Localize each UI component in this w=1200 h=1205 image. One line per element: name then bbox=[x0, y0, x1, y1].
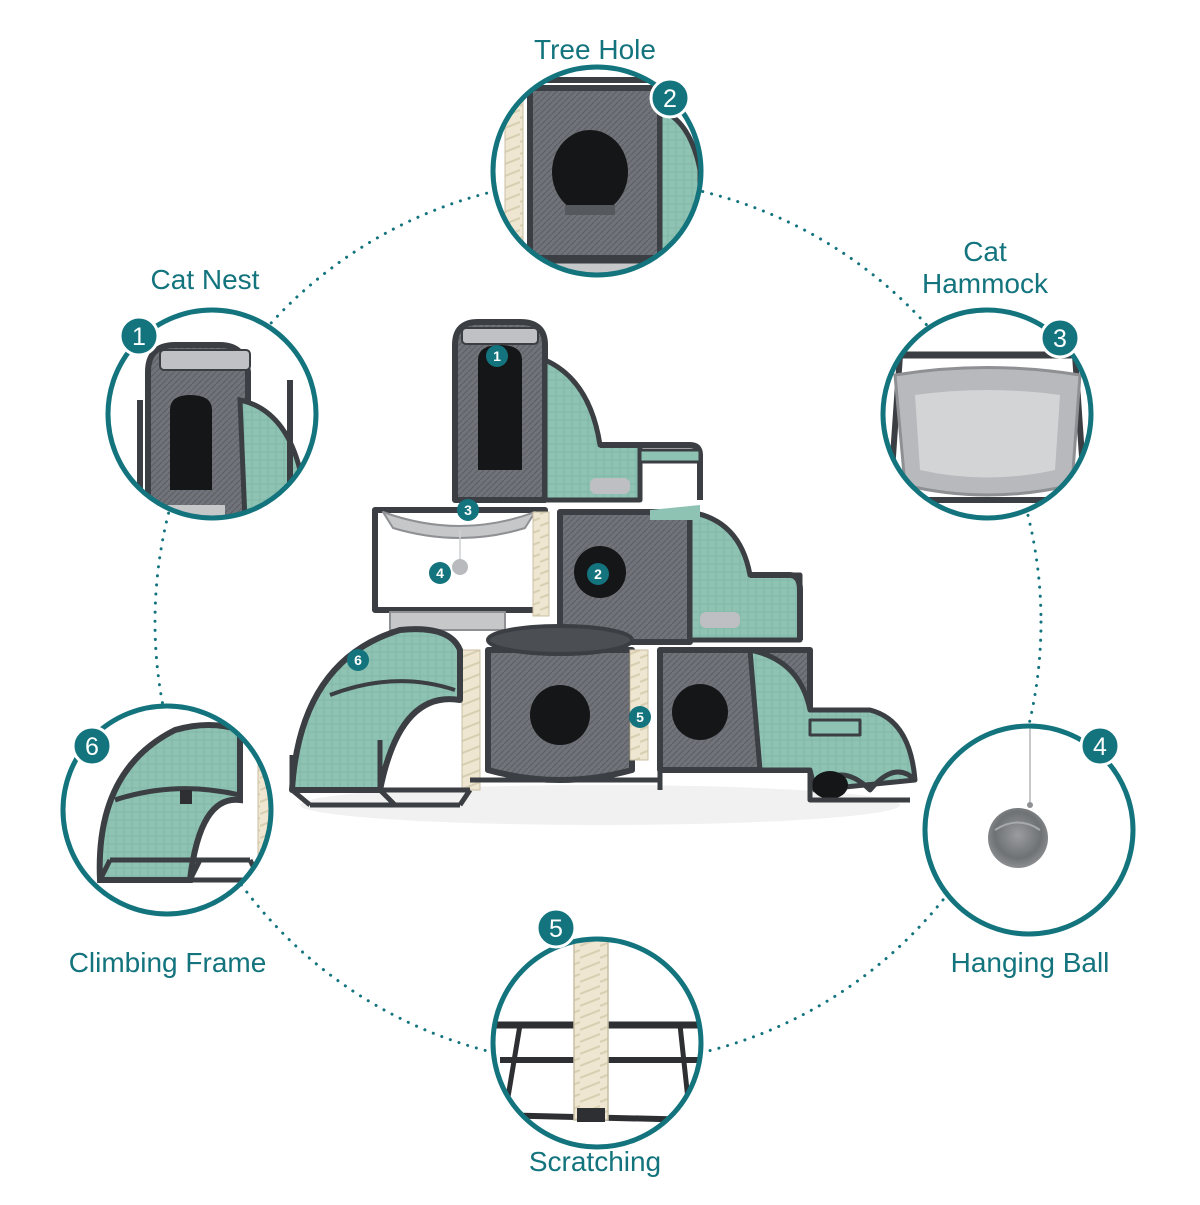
product-marker-4-number: 4 bbox=[436, 565, 444, 581]
product-marker-6: 6 bbox=[347, 649, 369, 671]
label-hanging-ball: Hanging Ball bbox=[950, 947, 1110, 978]
badge-3-number: 3 bbox=[1053, 325, 1067, 353]
badge-2-number: 2 bbox=[663, 85, 677, 113]
badge-2: 2 bbox=[649, 77, 691, 119]
product-marker-1: 1 bbox=[486, 345, 508, 367]
badge-3: 3 bbox=[1039, 317, 1081, 359]
hanging-ball-closeup-icon bbox=[988, 726, 1048, 868]
tree-hole-closeup-icon bbox=[493, 67, 701, 275]
badge-5: 5 bbox=[535, 907, 577, 949]
product-marker-2-number: 2 bbox=[594, 566, 602, 582]
callout-cat-hammock: 3 bbox=[880, 307, 1094, 521]
label-cat-hammock: Cat Hammock bbox=[921, 236, 1048, 299]
dotted-connector-ring bbox=[153, 177, 1043, 1067]
label-scratching: Scratching bbox=[528, 1146, 662, 1177]
badge-1: 1 bbox=[118, 315, 160, 357]
product-marker-6-number: 6 bbox=[354, 652, 362, 668]
cat-tree-product-image: 1 2 3 4 5 6 bbox=[289, 319, 918, 825]
product-marker-3: 3 bbox=[457, 499, 479, 521]
callout-tree-hole: 2 bbox=[490, 64, 704, 278]
callout-cat-nest: 1 bbox=[105, 307, 319, 521]
badge-4: 4 bbox=[1079, 725, 1121, 767]
badge-6-number: 6 bbox=[85, 733, 99, 761]
callout-hanging-ball: 4 bbox=[922, 723, 1136, 937]
scratching-post-closeup-icon bbox=[493, 939, 701, 1147]
climbing-frame-closeup-icon bbox=[63, 706, 271, 914]
product-marker-1-number: 1 bbox=[493, 348, 501, 364]
badge-6: 6 bbox=[71, 725, 113, 767]
callout-climbing-frame: 6 bbox=[60, 703, 274, 917]
product-marker-5: 5 bbox=[629, 706, 651, 728]
badge-5-number: 5 bbox=[549, 915, 563, 943]
badge-4-number: 4 bbox=[1093, 733, 1107, 761]
product-marker-4: 4 bbox=[429, 562, 451, 584]
label-tree-hole: Tree Hole bbox=[534, 34, 656, 65]
label-climbing-frame: Climbing Frame bbox=[68, 947, 267, 978]
label-cat-nest: Cat Nest bbox=[150, 264, 260, 295]
product-marker-5-number: 5 bbox=[636, 709, 644, 725]
callout-scratching: 5 bbox=[490, 907, 704, 1150]
product-marker-3-number: 3 bbox=[464, 502, 472, 518]
product-marker-2: 2 bbox=[587, 563, 609, 585]
badge-1-number: 1 bbox=[132, 323, 146, 351]
